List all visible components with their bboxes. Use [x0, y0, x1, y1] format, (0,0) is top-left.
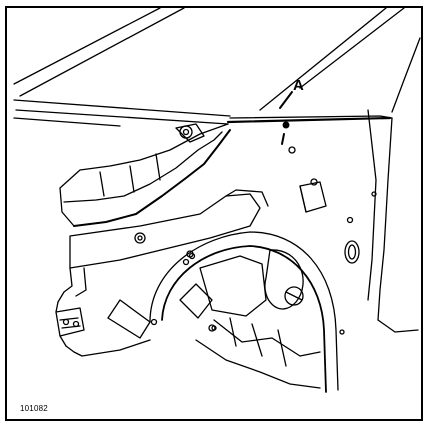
upper-flange — [226, 116, 392, 124]
wing-upper-edge — [59, 123, 231, 227]
callout-label-a: A — [293, 77, 304, 94]
wing-inner-panel — [69, 178, 377, 335]
fixing-studs — [134, 232, 217, 331]
wheel-arch — [107, 231, 339, 393]
lower-front-edge — [55, 267, 151, 357]
roof-frame — [13, 7, 231, 127]
figure-reference-code: 101082 — [20, 404, 48, 413]
callout-a-marker — [279, 91, 296, 154]
inner-arch-structure — [179, 249, 321, 389]
a-pillar — [229, 7, 421, 333]
